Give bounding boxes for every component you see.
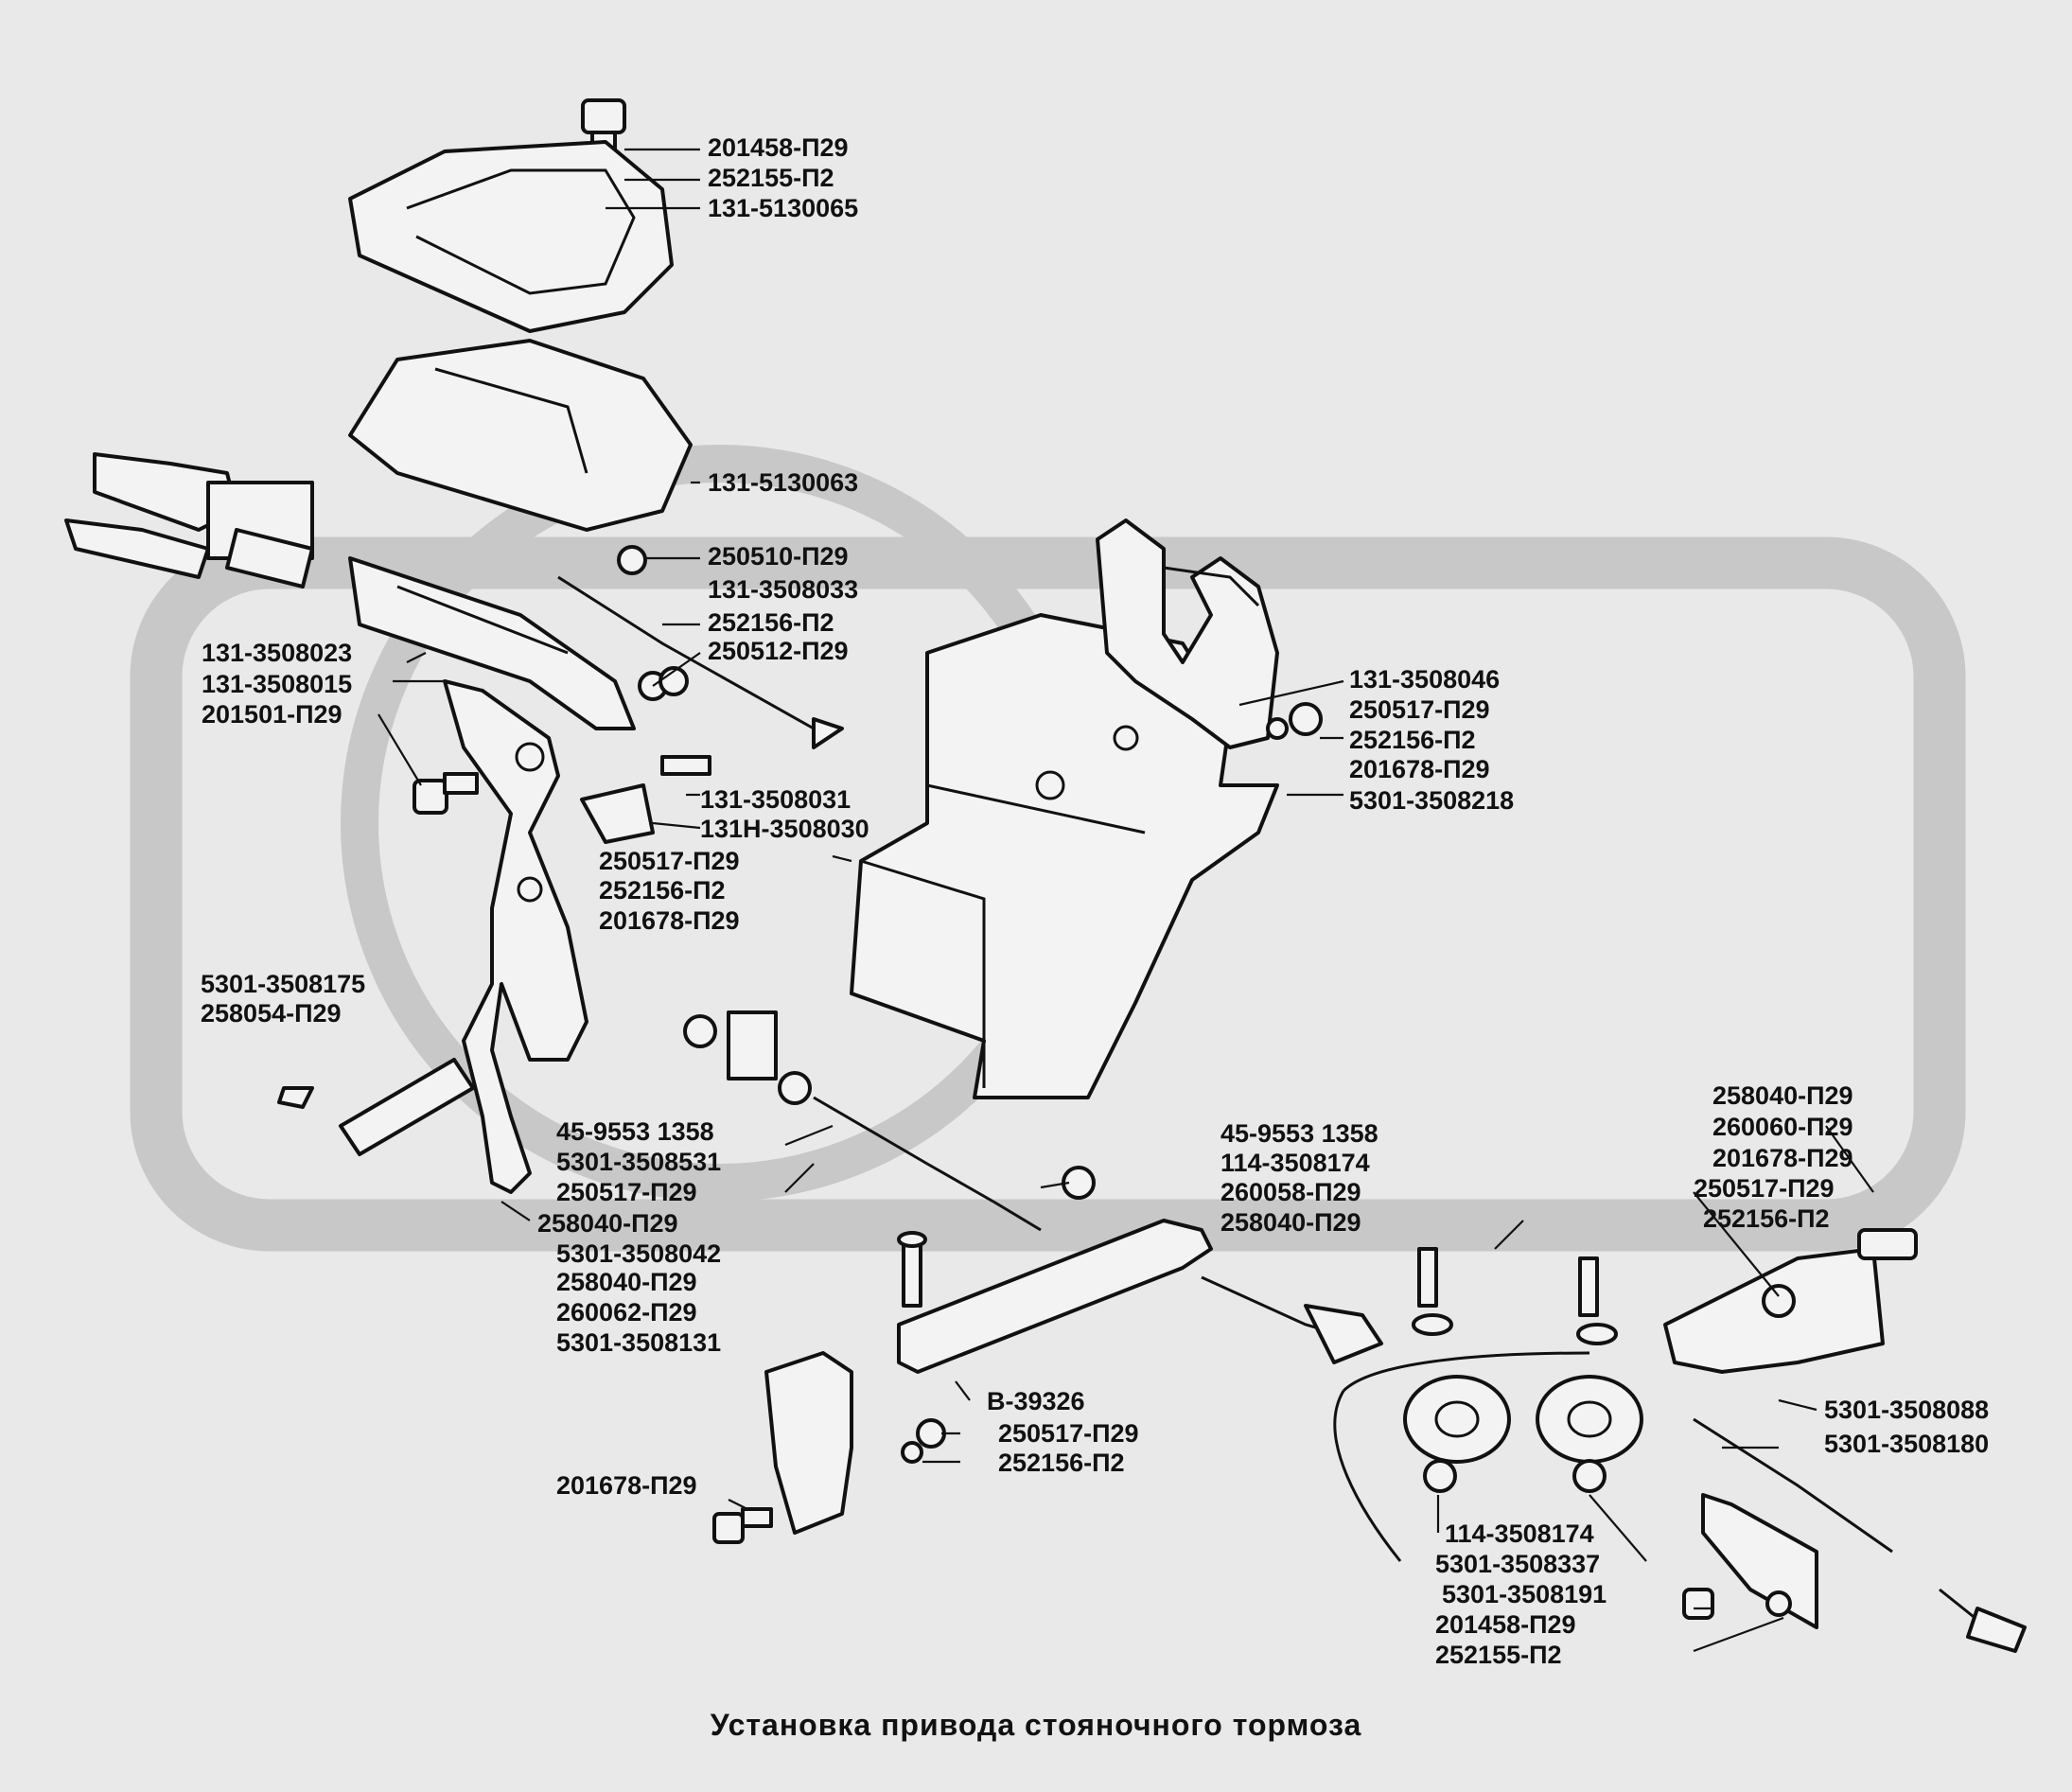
part-label: 252156-П2 — [708, 608, 834, 637]
pulley-right — [1536, 1375, 1643, 1493]
part-label: 131-3508023 — [202, 639, 353, 667]
lever-arm — [348, 556, 636, 730]
part-label: 250512-П29 — [708, 637, 849, 665]
part-label: 131-3508046 — [1349, 665, 1501, 694]
part-label: 131-5130063 — [708, 468, 859, 497]
part-label: 201458-П29 — [708, 133, 849, 162]
part-label: 45-9553 1358 — [556, 1117, 714, 1146]
part-label: 252155-П2 — [708, 164, 834, 192]
part-label: 114-3508174 — [1445, 1520, 1594, 1548]
lower-bracket — [764, 1351, 853, 1535]
part-label: 201678-П29 — [1349, 755, 1490, 783]
part-label: 250510-П29 — [708, 542, 849, 571]
figure-caption: Установка привода стояночного тормоза — [710, 1708, 1362, 1742]
handbrake-handle — [64, 452, 314, 589]
boot-cover — [348, 339, 693, 532]
part-label: 252155-П2 — [1435, 1641, 1562, 1669]
pulley-left — [1403, 1375, 1511, 1493]
part-label: 250517-П29 — [599, 847, 740, 875]
part-label: 5301-3508191 — [1442, 1580, 1607, 1608]
leader-lines — [378, 148, 1874, 1653]
part-label: 201678-П29 — [556, 1471, 697, 1500]
part-label: 258054-П29 — [201, 999, 342, 1028]
part-label: 260060-П29 — [1712, 1113, 1853, 1141]
part-label: 201501-П29 — [202, 700, 342, 729]
part-label: 201458-П29 — [1435, 1610, 1576, 1639]
part-label: 258040-П29 — [537, 1209, 678, 1238]
part-label: 258040-П29 — [1712, 1081, 1853, 1110]
part-label: 260058-П29 — [1220, 1178, 1361, 1206]
part-label: 5301-3508042 — [556, 1239, 722, 1268]
part-label: 5301-3508337 — [1435, 1550, 1601, 1578]
part-label: 258040-П29 — [1220, 1208, 1361, 1237]
part-label: 5301-3508218 — [1349, 786, 1515, 815]
part-label: 131Н-3508030 — [700, 815, 869, 843]
vertical-lever — [443, 679, 588, 1194]
part-label: 260062-П29 — [556, 1298, 697, 1326]
lower-lever — [897, 1219, 1213, 1374]
cover-plate — [348, 140, 674, 333]
part-label: 45-9553 1358 — [1220, 1119, 1378, 1148]
part-label: 131-3508031 — [700, 785, 852, 814]
part-label: 252156-П2 — [998, 1449, 1125, 1477]
part-label: 5301-3508175 — [201, 970, 366, 998]
ratchet-sector — [1096, 518, 1279, 749]
part-label: 114-3508174 — [1220, 1149, 1370, 1177]
part-label: 201678-П29 — [1712, 1144, 1853, 1172]
part-label: 131-3508015 — [202, 670, 353, 698]
part-label: 5301-3508088 — [1824, 1396, 1990, 1424]
part-label: 250517-П29 — [998, 1419, 1139, 1448]
nut-group-1 — [617, 545, 689, 701]
part-label: 250517-П29 — [1694, 1174, 1835, 1203]
part-label: 5301-3508180 — [1824, 1430, 1990, 1458]
part-label: 250517-П29 — [556, 1178, 697, 1206]
part-label: 252156-П2 — [1349, 726, 1476, 754]
part-label: 5301-3508131 — [556, 1328, 722, 1357]
part-label: 252156-П2 — [599, 876, 726, 905]
part-label: 201678-П29 — [599, 906, 740, 935]
part-label: 5301-3508531 — [556, 1148, 722, 1176]
part-label: 131-5130065 — [708, 194, 859, 222]
part-label: 250517-П29 — [1349, 695, 1490, 724]
part-label: 131-3508033 — [708, 575, 859, 604]
part-label: В-39326 — [987, 1387, 1085, 1415]
part-label: 258040-П29 — [556, 1268, 697, 1296]
part-label: 252156-П2 — [1703, 1204, 1830, 1233]
